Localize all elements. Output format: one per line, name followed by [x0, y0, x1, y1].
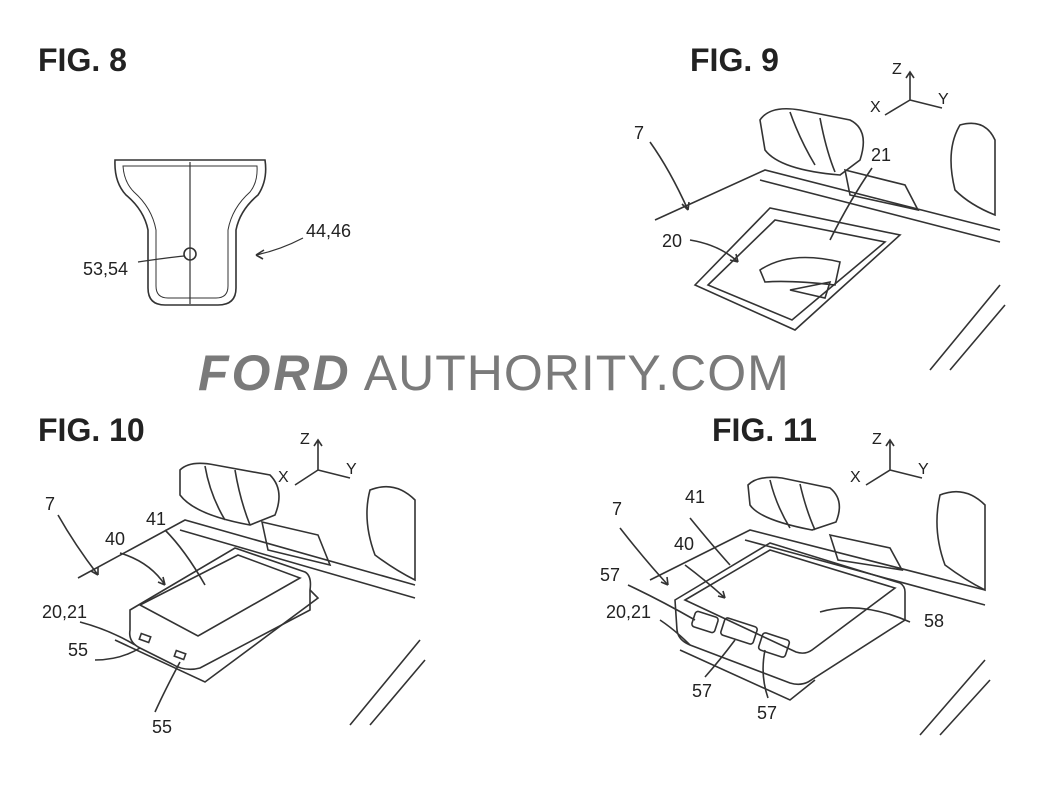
- fig8-title: FIG. 8: [38, 42, 127, 78]
- axis-z: Z: [300, 431, 310, 448]
- ref-7: 7: [45, 494, 56, 514]
- fig9-drawing: [649, 70, 1006, 371]
- ref-55: 55: [152, 717, 173, 737]
- axis-z: Z: [872, 431, 882, 448]
- ref-55: 55: [68, 640, 89, 660]
- watermark-brand: FORD: [198, 345, 352, 401]
- axis-x: X: [870, 99, 881, 116]
- ref-21: 21: [871, 145, 892, 165]
- axis-z: Z: [892, 61, 902, 78]
- ref-53-54: 53,54: [83, 259, 129, 279]
- ref-20-21: 20,21: [42, 602, 88, 622]
- fig9-title: FIG. 9: [690, 42, 779, 78]
- ref-57: 57: [757, 703, 778, 723]
- watermark: FORD AUTHORITY.COM: [198, 344, 790, 402]
- ref-7: 7: [612, 499, 623, 519]
- ref-40: 40: [674, 534, 695, 554]
- watermark-text: AUTHORITY.COM: [363, 345, 790, 401]
- ref-7: 7: [634, 123, 645, 143]
- hole-53-54: [183, 247, 197, 261]
- ref-40: 40: [105, 529, 126, 549]
- ref-20-21: 20,21: [606, 602, 652, 622]
- fig10-title: FIG. 10: [38, 412, 145, 448]
- fig11-drawing: [619, 438, 991, 736]
- ref-57: 57: [692, 681, 713, 701]
- axis-x: X: [278, 469, 289, 486]
- fig8-drawing: [114, 159, 304, 306]
- axis-y: Y: [938, 91, 949, 108]
- ref-41: 41: [146, 509, 167, 529]
- ref-41: 41: [685, 487, 706, 507]
- ref-58: 58: [924, 611, 945, 631]
- axis-y: Y: [346, 461, 357, 478]
- fig11-title: FIG. 11: [712, 412, 817, 448]
- ref-57: 57: [600, 565, 621, 585]
- axis-y: Y: [918, 461, 929, 478]
- ref-44-46: 44,46: [306, 221, 352, 241]
- axis-x: X: [850, 469, 861, 486]
- ref-20: 20: [662, 231, 683, 251]
- fig10-drawing: [57, 438, 426, 726]
